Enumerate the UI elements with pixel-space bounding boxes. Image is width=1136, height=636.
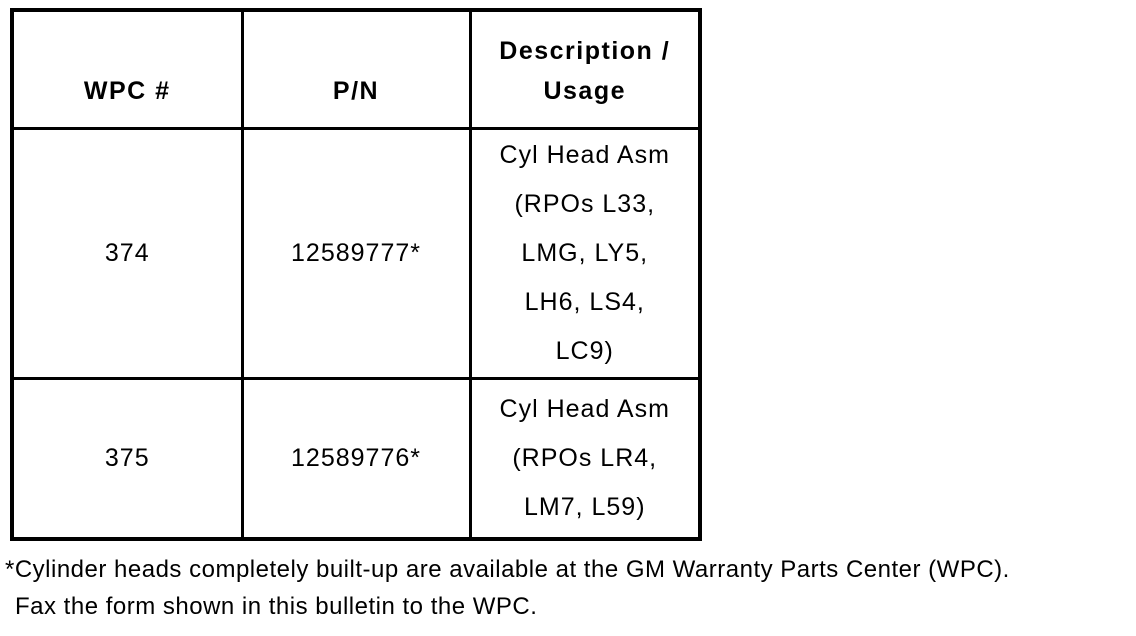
table-header-row: WPC # P/N Description / Usage [10,8,702,130]
description-usage-cell: Cyl Head Asm (RPOs L33, LMG, LY5, LH6, L… [468,127,702,380]
warranty-parts-table: WPC # P/N Description / Usage 374 125897… [10,8,702,541]
wpc-number-cell: 375 [10,377,244,541]
footnote-line-1: *Cylinder heads completely built-up are … [5,556,1010,583]
part-number-cell: 12589777* [240,127,472,380]
description-usage-cell: Cyl Head Asm (RPOs LR4, LM7, L59) [468,377,702,541]
table-row: 374 12589777* Cyl Head Asm (RPOs L33, LM… [10,127,702,380]
header-cell-description-usage: Description / Usage [468,8,702,130]
footnote: *Cylinder heads completely built-up are … [5,551,1131,625]
wpc-number-cell: 374 [10,127,244,380]
table-row: 375 12589776* Cyl Head Asm (RPOs LR4, LM… [10,377,702,541]
footnote-line-2: Fax the form shown in this bulletin to t… [15,593,538,620]
part-number-cell: 12589776* [240,377,472,541]
header-cell-wpc-number: WPC # [10,8,244,130]
header-cell-part-number: P/N [240,8,472,130]
